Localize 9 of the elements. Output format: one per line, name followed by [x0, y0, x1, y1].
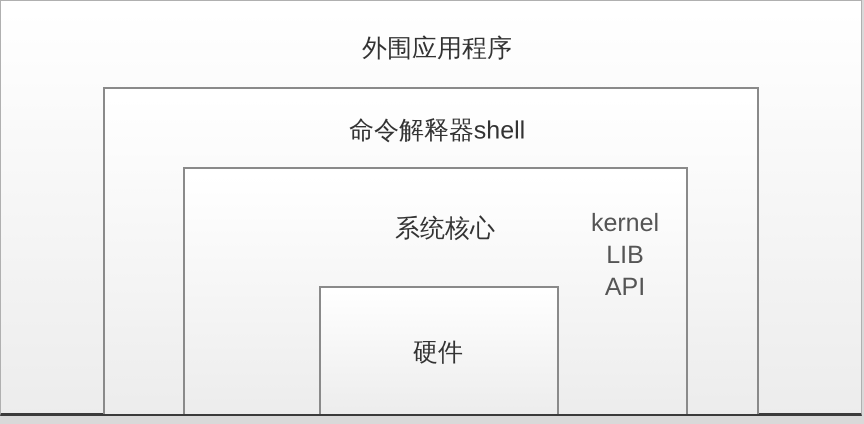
layer-box: [183, 167, 688, 414]
layer-title: 硬件: [413, 338, 463, 368]
layer-title: 系统核心: [395, 214, 495, 244]
layer-title: 命令解释器shell: [348, 116, 526, 146]
layer-box: [103, 87, 759, 414]
layer-box: [0, 0, 862, 416]
layer-title: 外围应用程序: [362, 34, 512, 64]
component-list: kernel LIB API: [590, 207, 660, 303]
layer-box: [319, 286, 559, 414]
